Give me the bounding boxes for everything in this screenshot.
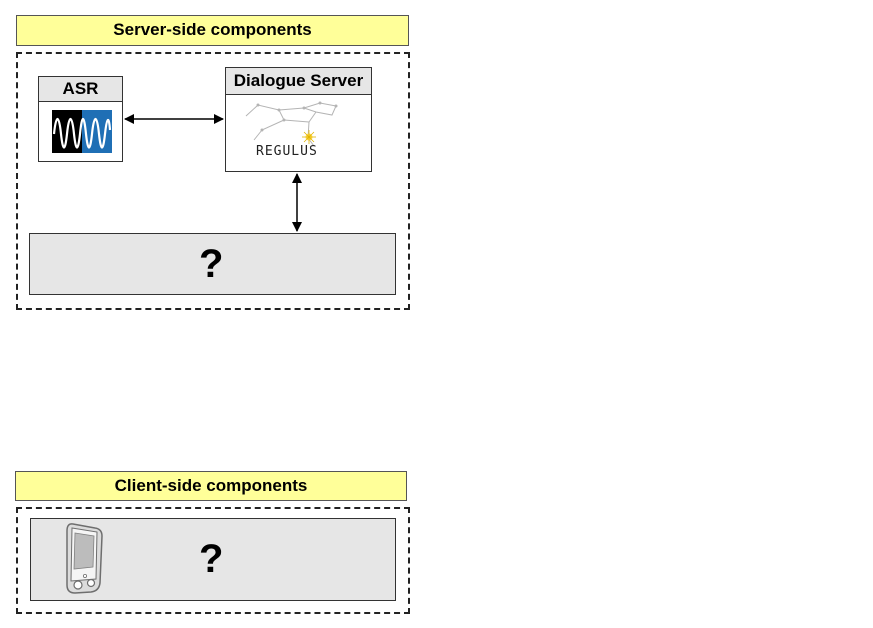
asr-component: ASR bbox=[38, 76, 123, 162]
handheld-device-icon bbox=[63, 521, 105, 595]
server-unknown-component bbox=[29, 233, 396, 295]
server-unknown-label: ? bbox=[199, 242, 224, 286]
dialogue-server-component: Dialogue Server bbox=[225, 67, 372, 172]
client-side-container bbox=[16, 507, 410, 614]
server-side-title: Server-side components bbox=[16, 15, 409, 46]
asr-title: ASR bbox=[39, 77, 122, 102]
regulus-logo-text: REGULUS bbox=[256, 144, 318, 159]
constellation-logo: REGULUS bbox=[244, 100, 354, 162]
dialogue-server-title: Dialogue Server bbox=[226, 68, 371, 95]
client-unknown-label: ? bbox=[199, 537, 224, 581]
server-side-container bbox=[16, 52, 410, 310]
client-side-title: Client-side components bbox=[15, 471, 407, 501]
waveform-icon bbox=[52, 110, 112, 153]
